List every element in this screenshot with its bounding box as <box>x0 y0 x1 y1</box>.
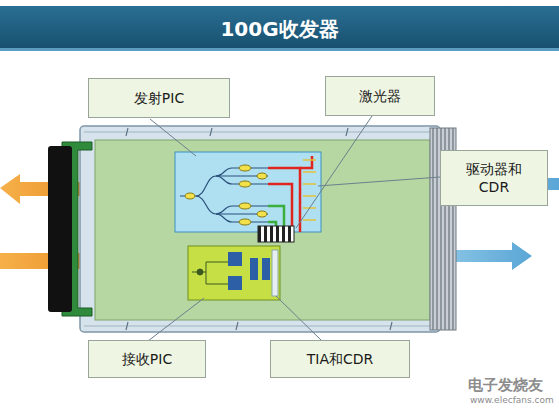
callout-label: TIA和CDR <box>307 350 374 368</box>
callout-label: 激光器 <box>359 87 401 105</box>
laser-chip <box>258 226 294 242</box>
title-band-edge <box>0 48 559 51</box>
pcb <box>95 140 430 320</box>
optical-connector <box>48 146 72 312</box>
housing-rail <box>84 326 436 327</box>
callout-label: 发射PIC <box>134 89 184 107</box>
transmit-pic <box>175 152 321 232</box>
callout-box: 驱动器和 CDR <box>440 150 548 206</box>
housing-marks <box>126 128 392 330</box>
leader-lines <box>148 116 440 341</box>
modulators <box>185 165 267 225</box>
module-housing <box>80 126 440 332</box>
receive-traces <box>192 250 278 296</box>
pic-pads <box>303 160 316 220</box>
callout-label: 接收PIC <box>122 350 172 368</box>
callout-box: 接收PIC <box>88 340 206 378</box>
receive-pic <box>188 246 280 300</box>
callout-box: 激光器 <box>325 76 435 116</box>
waveguides <box>180 168 268 222</box>
watermark: 电子发烧友 <box>468 376 543 395</box>
title-text: 100G收发器 <box>0 16 559 43</box>
callout-box: 发射PIC <box>88 78 230 118</box>
title-band <box>0 6 559 50</box>
callout-label: 驱动器和 CDR <box>458 160 530 196</box>
watermark: www.elecfans.com <box>470 395 554 405</box>
housing-rail <box>84 132 436 133</box>
callout-box: TIA和CDR <box>270 340 410 378</box>
receive-chips <box>228 252 270 290</box>
